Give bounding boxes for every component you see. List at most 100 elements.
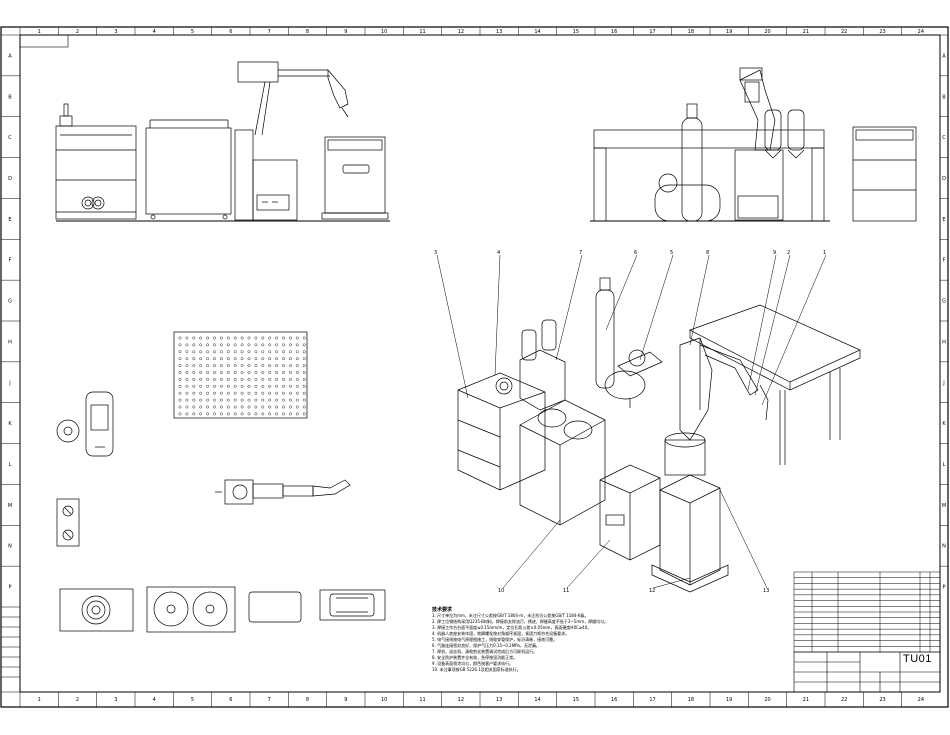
bom-table [793, 571, 941, 653]
table-hole [185, 398, 189, 402]
table-hole [226, 412, 230, 416]
table-hole [213, 398, 216, 402]
column-zone-label: 15 [573, 29, 579, 35]
table-hole [219, 371, 223, 374]
table-hole [199, 357, 203, 361]
column-zone-label: 11 [419, 697, 425, 703]
table-hole [247, 391, 251, 395]
column-zone-label: 16 [611, 29, 617, 35]
column-zone-label: 6 [229, 29, 232, 35]
leader-number: 1 [823, 250, 827, 256]
table-hole [268, 405, 272, 409]
column-zone-label: 23 [879, 697, 885, 703]
table-hole [247, 371, 251, 374]
row-zone-label: M [942, 503, 946, 509]
table-hole [261, 371, 265, 374]
table-hole [226, 343, 230, 347]
table-hole [226, 371, 230, 374]
table-hole [192, 398, 196, 402]
row-zone-label: C [8, 135, 12, 141]
table-hole [261, 377, 265, 381]
leader-number: 12 [649, 588, 656, 594]
table-hole [254, 350, 258, 354]
table-hole [213, 357, 216, 361]
table-hole [199, 377, 203, 381]
isometric-assembly-view [457, 277, 861, 593]
table-hole [282, 377, 285, 381]
table-hole [199, 384, 203, 388]
table-hole [295, 377, 299, 381]
table-hole [219, 357, 223, 361]
table-hole [254, 398, 258, 402]
table-hole [247, 357, 251, 361]
table-hole [192, 391, 196, 395]
column-zone-label: 12 [458, 29, 464, 35]
table-hole [302, 412, 306, 416]
table-hole [185, 412, 189, 416]
table-hole [226, 377, 230, 381]
table-hole [268, 364, 272, 367]
table-hole [178, 371, 182, 374]
column-zone-label: 24 [918, 29, 924, 35]
table-hole [268, 343, 272, 347]
wire-feeder-plan-view [56, 391, 114, 457]
table-hole [233, 384, 237, 388]
table-hole [240, 398, 244, 402]
table-hole [185, 391, 189, 395]
row-zone-label: H [942, 339, 946, 345]
table-hole [275, 357, 278, 361]
table-hole [240, 377, 244, 381]
table-hole [178, 350, 182, 354]
note-line: 2. 焊工位钢结构采用Q235-B材料，焊接前去除油污、锈迹，焊缝高度不低于3~… [432, 619, 609, 624]
table-hole [275, 336, 278, 340]
table-hole [247, 350, 251, 354]
table-hole [199, 405, 203, 409]
table-hole [282, 371, 285, 374]
table-hole [199, 412, 203, 416]
table-hole [206, 364, 210, 367]
table-hole [192, 405, 196, 409]
note-line: 9. 设备表面喷涂均匀，颜色按客户要求执行。 [432, 661, 514, 666]
table-hole [240, 412, 244, 416]
table-hole [226, 398, 230, 402]
table-hole [282, 343, 285, 347]
column-zone-label: 4 [153, 697, 156, 703]
table-hole [275, 364, 278, 367]
table-hole [178, 391, 182, 395]
table-hole [295, 398, 299, 402]
table-hole [178, 364, 182, 367]
table-hole [219, 398, 223, 402]
table-hole [219, 405, 223, 409]
leader-lines [436, 254, 827, 589]
table-hole [302, 398, 306, 402]
table-hole [288, 350, 292, 354]
front-elevation-view [55, 61, 390, 222]
table-hole [219, 377, 223, 381]
row-zone-label: K [942, 421, 946, 427]
table-hole [178, 357, 182, 361]
table-hole [254, 364, 258, 367]
note-line: 5. 电气接线按电气原理图施工，线缆穿管保护，标识清晰，接地可靠。 [432, 637, 558, 642]
table-hole [282, 384, 285, 388]
note-line: 10. 未注事项按GB 5226.1及相关国家标准执行。 [432, 667, 521, 672]
table-hole [199, 391, 203, 395]
table-hole [233, 357, 237, 361]
table-hole [206, 412, 210, 416]
table-hole [219, 412, 223, 416]
column-zone-label: 15 [573, 697, 579, 703]
table-hole [213, 405, 216, 409]
table-hole [295, 371, 299, 374]
table-hole [233, 364, 237, 367]
column-zone-label: 3 [114, 697, 117, 703]
row-zone-label: J [8, 380, 10, 386]
table-hole [268, 371, 272, 374]
table-hole [206, 350, 210, 354]
table-hole [261, 391, 265, 395]
row-zone-label: E [942, 217, 945, 223]
table-hole [233, 371, 237, 374]
table-hole [261, 384, 265, 388]
column-zone-label: 5 [191, 697, 194, 703]
